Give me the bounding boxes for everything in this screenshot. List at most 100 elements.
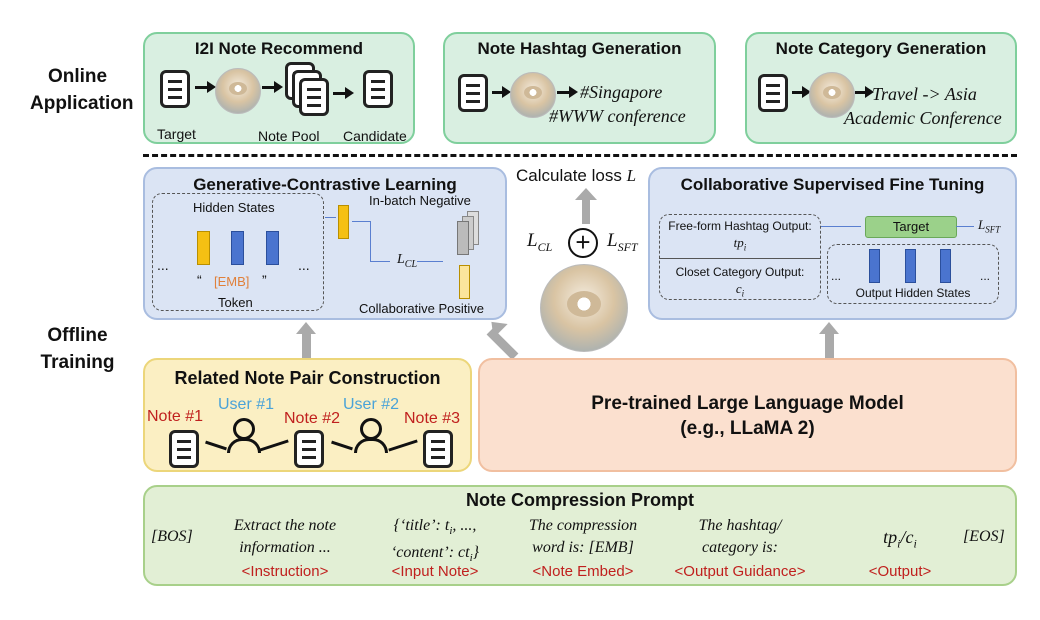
loss-arrowhead-icon <box>575 188 597 200</box>
collaborative-positive-label: Collaborative Positive <box>359 301 485 316</box>
output-guidance-tag: <Output Guidance> <box>674 563 806 580</box>
output-tag: <Output> <box>868 563 932 580</box>
arrow-icon <box>388 439 418 452</box>
arrow-icon <box>792 91 804 94</box>
user1-label: User #1 <box>218 396 275 413</box>
input-note-text: {‘title’: ti, ..., ‘content’: cti} <box>390 517 480 565</box>
closet-var: ci <box>735 281 745 299</box>
llama-model-icon <box>540 264 628 352</box>
note-compression-prompt-box: Note Compression Prompt [BOS] Extract th… <box>143 485 1017 586</box>
llama-icon <box>809 72 855 118</box>
note-category-generation-box: Note Category Generation Travel -> Asia … <box>745 32 1017 144</box>
negative-vector <box>457 221 469 255</box>
llm-example: (e.g., LLaMA 2) <box>680 418 815 439</box>
freeform-hashtag-label: Free-form Hashtag Output: <box>668 219 812 233</box>
input-note-tag: <Input Note> <box>391 563 479 580</box>
ellipsis: ... <box>298 257 310 273</box>
note-icon <box>758 74 788 112</box>
i2i-title: I2I Note Recommend <box>194 39 364 58</box>
arrow-icon <box>331 440 353 451</box>
up-arrowhead-icon <box>819 322 839 334</box>
arrowhead-icon <box>502 86 511 98</box>
category-title: Note Category Generation <box>775 39 987 58</box>
note2-icon <box>294 430 324 468</box>
arrow-icon <box>956 226 974 227</box>
arrowhead-icon <box>802 86 811 98</box>
target-note-icon <box>160 70 190 108</box>
llama-icon <box>215 68 261 114</box>
arrow-icon <box>821 226 861 227</box>
hidden-state-bar <box>869 249 880 283</box>
online-offline-divider <box>143 154 1017 157</box>
output-hidden-states-label: Output Hidden States <box>855 286 971 300</box>
divider <box>659 258 821 259</box>
emb-hidden-state-bar <box>197 231 210 265</box>
emb-token: [EMB] <box>214 274 250 289</box>
note1-icon <box>169 430 199 468</box>
prompt-title: Note Compression Prompt <box>465 490 695 510</box>
arrowhead-icon <box>207 81 216 93</box>
related-title: Related Note Pair Construction <box>174 368 441 388</box>
up-arrow-shaft <box>825 332 834 358</box>
arrow-icon <box>417 261 443 262</box>
output-hidden-states-group <box>827 244 999 304</box>
lcl-symbol: LCL <box>397 252 418 270</box>
collaborative-supervised-fine-tuning-box: Collaborative Supervised Fine Tuning Fre… <box>648 167 1017 320</box>
arrow-icon <box>557 91 571 94</box>
i2i-note-recommend-box: I2I Note Recommend Target Note Pool Cand… <box>143 32 415 144</box>
instruction-text: Extract the note information ... <box>233 517 337 556</box>
lsft-symbol: LSFT <box>978 217 1001 235</box>
ellipsis: ... <box>831 269 842 283</box>
note-pool-label: Note Pool <box>258 128 320 144</box>
gcl-title: Generative-Contrastive Learning <box>193 175 457 194</box>
note1-label: Note #1 <box>147 408 204 425</box>
hidden-state-bar <box>905 249 916 283</box>
output-types-group <box>659 214 821 300</box>
calculate-loss-label: Calculate loss L <box>516 166 637 185</box>
output-text: tpi/ci <box>883 527 917 551</box>
csft-title: Collaborative Supervised Fine Tuning <box>680 175 985 194</box>
arrow-icon <box>333 92 347 95</box>
instruction-tag: <Instruction> <box>241 563 329 580</box>
hidden-states-label: Hidden States <box>193 200 275 215</box>
note-pool-icon <box>299 78 329 116</box>
hashtag-title: Note Hashtag Generation <box>477 39 682 58</box>
quote-close: ” <box>262 272 267 288</box>
eos-token: [EOS] <box>963 528 1005 545</box>
offline-training-label: Offline Training <box>40 325 115 373</box>
bos-token: [BOS] <box>151 528 193 545</box>
candidate-label: Candidate <box>343 128 407 144</box>
candidate-note-icon <box>363 70 393 108</box>
note-hashtag-generation-box: Note Hashtag Generation #Singapore #WWW … <box>443 32 716 144</box>
arrow-icon <box>325 217 336 218</box>
closet-category-label: Closet Category Output: <box>675 265 805 279</box>
arrow-icon <box>855 91 867 94</box>
arrow-icon <box>195 86 209 89</box>
arrow-icon <box>259 439 289 452</box>
ellipsis: ... <box>980 269 991 283</box>
note2-label: Note #2 <box>284 410 341 427</box>
note-embed-text: The compression word is: [EMB] <box>528 517 638 556</box>
up-arrow-shaft <box>302 332 311 358</box>
arrow-icon <box>370 261 390 262</box>
arrowhead-icon <box>569 86 578 98</box>
hidden-state-bar <box>231 231 244 265</box>
in-batch-negative-label: In-batch Negative <box>369 193 471 208</box>
target-box: Target <box>865 216 957 238</box>
output-guidance-text: The hashtag/ category is: <box>698 517 782 556</box>
hidden-state-bar <box>940 249 951 283</box>
arrowhead-icon <box>345 87 354 99</box>
lcl-term: LCL <box>527 230 553 254</box>
note3-icon <box>423 430 453 468</box>
note3-label: Note #3 <box>404 410 461 427</box>
arrow-icon <box>205 440 227 451</box>
llm-title: Pre-trained Large Language Model <box>591 393 904 414</box>
user2-icon <box>360 418 382 440</box>
emb-vector <box>338 205 349 239</box>
freeform-var: tpi <box>733 235 747 253</box>
arrow-icon <box>492 91 504 94</box>
related-note-pair-box: Related Note Pair Construction Note #1 U… <box>143 358 472 472</box>
hashtag-output-1: #Singapore <box>580 82 663 102</box>
loss-arrow-shaft <box>582 196 590 224</box>
hidden-state-bar <box>266 231 279 265</box>
